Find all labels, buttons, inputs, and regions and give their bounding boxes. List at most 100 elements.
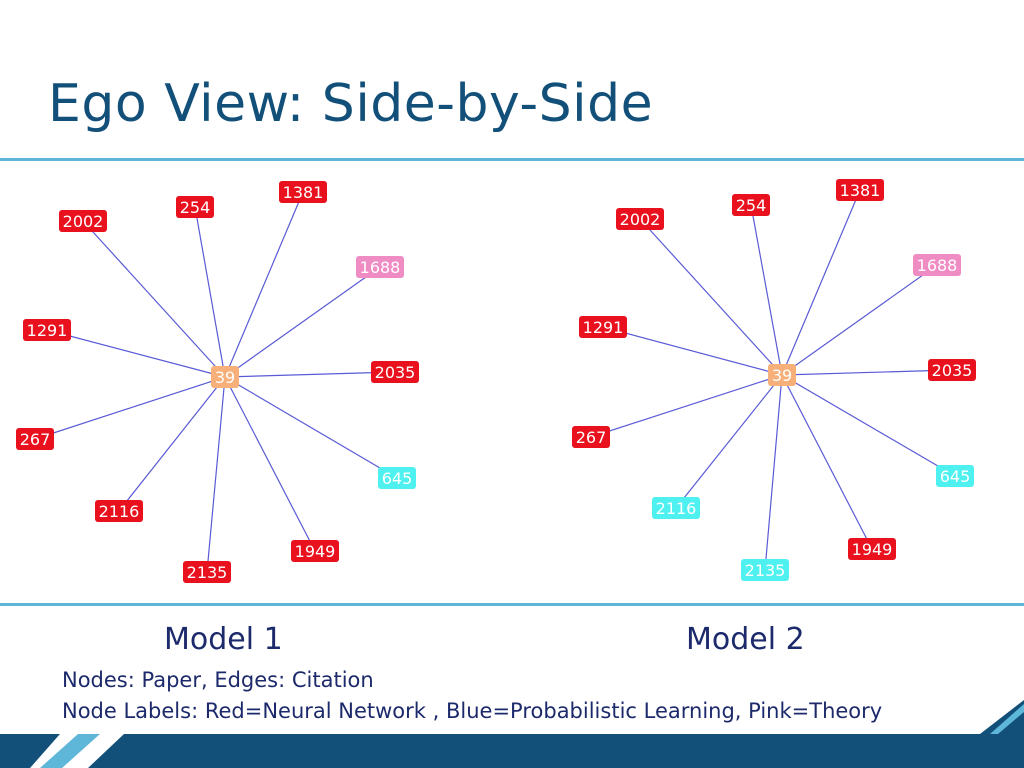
node-label: 254 (180, 198, 211, 217)
model-1-label: Model 1 (164, 622, 283, 657)
paper-node-645[interactable]: 645 (378, 467, 416, 489)
paper-node-2035[interactable]: 2035 (371, 361, 419, 383)
paper-node-267[interactable]: 267 (16, 428, 54, 450)
node-label: 2116 (656, 499, 697, 518)
citation-edge (781, 374, 873, 550)
citation-edge (224, 376, 398, 479)
node-label: 254 (736, 196, 767, 215)
node-box (176, 196, 214, 218)
paper-node-2002[interactable]: 2002 (59, 210, 107, 232)
node-box (211, 366, 239, 388)
node-box (936, 465, 974, 487)
caption-node-labels: Node Labels: Red=Neural Network , Blue=P… (62, 699, 883, 723)
graph-panel (0, 158, 1024, 606)
slide-title: Ego View: Side-by-Side (48, 74, 654, 134)
node-label: 645 (940, 467, 971, 486)
paper-node-267[interactable]: 267 (572, 426, 610, 448)
paper-node-1949[interactable]: 1949 (848, 538, 896, 560)
footer-light-stripe (40, 734, 100, 768)
ego-node-39[interactable]: 39 (211, 366, 239, 388)
citation-edge (224, 376, 316, 552)
paper-node-645[interactable]: 645 (936, 465, 974, 487)
node-label: 267 (576, 428, 607, 447)
node-label: 1949 (852, 540, 893, 559)
node-label: 2035 (932, 361, 973, 380)
node-box (579, 316, 627, 338)
caption-nodes-edges: Nodes: Paper, Edges: Citation (62, 668, 374, 692)
footer-dark-stripe (0, 734, 60, 768)
paper-node-1688[interactable]: 1688 (913, 254, 961, 276)
node-label: 645 (382, 469, 413, 488)
footer-band (0, 700, 1024, 768)
node-label: 267 (20, 430, 51, 449)
citation-edge (781, 369, 953, 376)
citation-edge (602, 326, 783, 376)
node-label: 2135 (187, 563, 228, 582)
node-box (95, 500, 143, 522)
paper-node-254[interactable]: 254 (176, 196, 214, 218)
node-label: 2135 (745, 561, 786, 580)
node-label: 2002 (620, 210, 661, 229)
node-box (59, 210, 107, 232)
paper-node-254[interactable]: 254 (732, 194, 770, 216)
node-box (652, 497, 700, 519)
citation-edge (224, 266, 381, 378)
paper-node-2135[interactable]: 2135 (183, 561, 231, 583)
citation-edge (46, 329, 226, 378)
citation-edge (82, 220, 226, 378)
citation-edge (224, 191, 304, 378)
paper-node-1949[interactable]: 1949 (291, 540, 339, 562)
node-box (741, 559, 789, 581)
paper-node-1291[interactable]: 1291 (579, 316, 627, 338)
citation-edge (639, 218, 783, 376)
citation-edge (675, 374, 783, 509)
citation-edge (781, 189, 861, 376)
paper-node-2116[interactable]: 2116 (652, 497, 700, 519)
node-box (572, 426, 610, 448)
node-label: 2035 (375, 363, 416, 382)
citation-edge (34, 376, 226, 440)
node-label: 1381 (840, 181, 881, 200)
citation-edge (750, 204, 783, 376)
paper-node-2035[interactable]: 2035 (928, 359, 976, 381)
node-box (183, 561, 231, 583)
paper-node-2002[interactable]: 2002 (616, 208, 664, 230)
footer-main-band (88, 700, 1024, 768)
node-box (16, 428, 54, 450)
citation-edge (118, 376, 226, 512)
paper-node-1688[interactable]: 1688 (356, 256, 404, 278)
node-label: 1291 (583, 318, 624, 337)
node-label: 2116 (99, 502, 140, 521)
node-box (768, 364, 796, 386)
node-box (836, 179, 884, 201)
model-2-label: Model 2 (686, 622, 805, 657)
node-box (378, 467, 416, 489)
node-label: 1949 (295, 542, 336, 561)
node-box (23, 319, 71, 341)
paper-node-1291[interactable]: 1291 (23, 319, 71, 341)
citation-edge (764, 374, 783, 571)
node-label: 1381 (283, 183, 324, 202)
paper-node-1381[interactable]: 1381 (836, 179, 884, 201)
node-box (371, 361, 419, 383)
node-box (356, 256, 404, 278)
citation-edge (194, 206, 226, 378)
ego-graph-model-2: 2002 254 1381 1688 1291 2035 267 645 2116 1949 213… (572, 179, 976, 581)
node-box (291, 540, 339, 562)
paper-node-2135[interactable]: 2135 (741, 559, 789, 581)
node-label: 39 (215, 368, 235, 387)
node-label: 1688 (917, 256, 958, 275)
citation-edge (224, 371, 396, 378)
citation-edge (590, 374, 783, 438)
ego-node-39[interactable]: 39 (768, 364, 796, 386)
paper-node-1381[interactable]: 1381 (279, 181, 327, 203)
node-box (848, 538, 896, 560)
footer-accent (990, 704, 1024, 734)
paper-node-2116[interactable]: 2116 (95, 500, 143, 522)
ego-graph-model-1: 2002 254 1381 1688 1291 2035 267 645 2116 1949 213… (16, 181, 419, 583)
citation-edge (781, 374, 956, 477)
node-box (732, 194, 770, 216)
node-box (616, 208, 664, 230)
node-box (913, 254, 961, 276)
